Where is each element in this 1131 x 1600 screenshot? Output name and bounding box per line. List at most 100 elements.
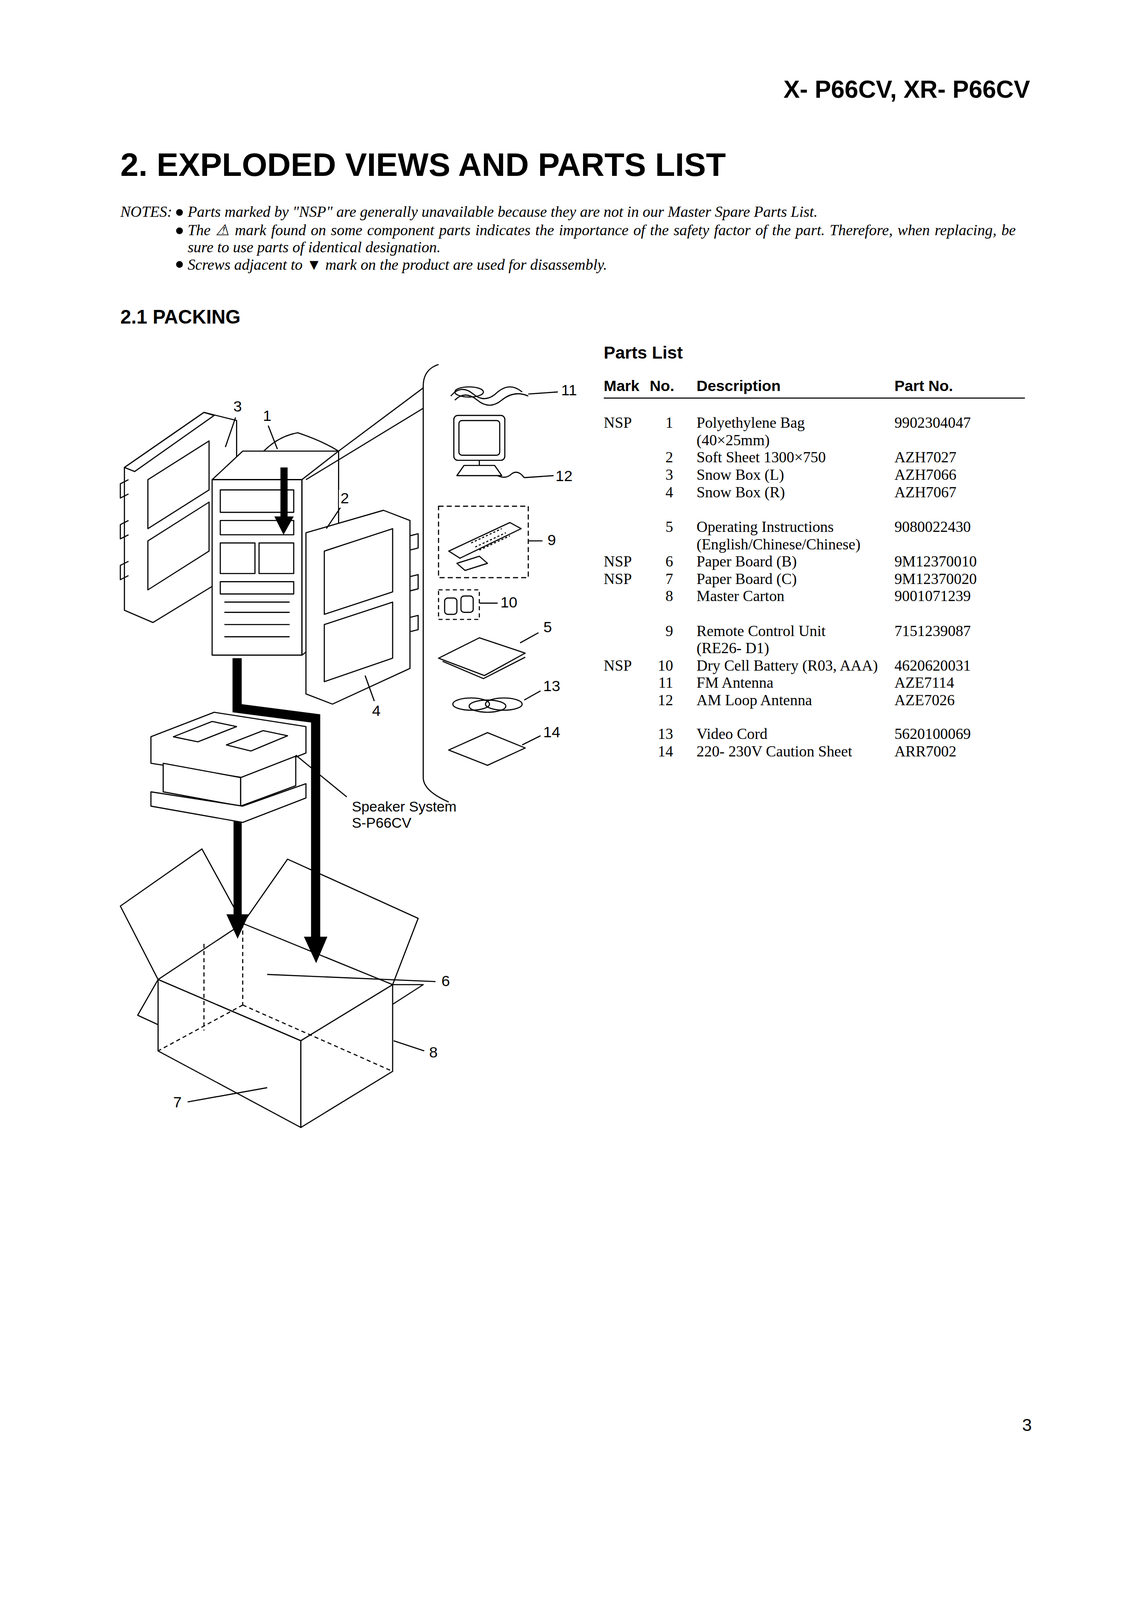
operating-instructions [438, 637, 526, 676]
part-number: AZE7026 [894, 691, 955, 709]
part-description: Polyethylene Bag (40×25mm) [696, 413, 850, 449]
part-number: 9001071239 [894, 587, 971, 605]
note-text: The ⚠ mark found on some component parts… [187, 221, 1016, 257]
am-loop-inner [458, 420, 500, 455]
part-number: 9902304047 [894, 413, 971, 432]
leader-line [393, 1040, 425, 1051]
part-description: Snow Box (L) [696, 466, 785, 484]
cassette-door [220, 542, 255, 574]
callout-number: 10 [498, 594, 519, 612]
item-number: 1 [665, 413, 674, 432]
nsp-mark: NSP [603, 552, 633, 571]
leader-line [520, 632, 539, 643]
accessories [438, 386, 529, 766]
foam-ribs [410, 533, 419, 632]
leader-line [524, 690, 541, 700]
foam-window [147, 501, 209, 590]
part-number: AZE7114 [894, 673, 955, 692]
leader-line [187, 1087, 268, 1102]
leader-line [268, 425, 278, 449]
part-description: Soft Sheet 1300×750 [696, 448, 826, 467]
carton-flap [120, 848, 243, 980]
am-loop-stand [457, 465, 502, 476]
page-number: 3 [1020, 1414, 1034, 1435]
callout-number: 6 [439, 972, 452, 990]
item-number: 13 [657, 725, 674, 743]
part-number: 4620620031 [894, 656, 971, 675]
item-number: 7 [665, 570, 674, 588]
part-number: AZH7067 [894, 483, 957, 502]
fm-antenna-coil [454, 386, 484, 397]
part-description: Dry Cell Battery (R03, AAA) [696, 656, 878, 675]
foam-edge [124, 412, 215, 472]
part-description: Snow Box (R) [696, 483, 785, 502]
foam-window [324, 601, 393, 682]
battery-group-box [438, 589, 480, 620]
am-loop-antenna [453, 415, 505, 461]
remote-buttons [471, 528, 511, 550]
unit-front [212, 479, 302, 656]
callout-number: 5 [541, 618, 554, 636]
nsp-mark: NSP [603, 656, 633, 675]
leader-line [528, 391, 558, 394]
column-header: Mark [603, 377, 640, 395]
callout-number: 7 [171, 1093, 184, 1111]
part-description: AM Loop Antenna [696, 691, 813, 709]
snow-box-right [306, 510, 419, 704]
video-cord [485, 697, 522, 711]
nsp-mark: NSP [603, 570, 633, 588]
carton-flap [242, 859, 419, 985]
unit-grille [224, 601, 290, 637]
arrow-shaft [280, 467, 288, 519]
part-description: Remote Control Unit (RE26- D1) [696, 622, 850, 657]
callout-number: 13 [541, 677, 563, 696]
part-number: 7151239087 [894, 622, 971, 640]
callout-number: 1 [261, 407, 274, 425]
bullet [176, 227, 184, 235]
part-description: 220- 230V Caution Sheet [696, 742, 853, 761]
callout-number: 12 [553, 467, 575, 485]
item-number: 6 [665, 552, 674, 571]
part-number: ARR7002 [894, 742, 957, 761]
part-description: Video Cord [696, 725, 768, 743]
callout-number: 4 [370, 702, 383, 720]
item-number: 11 [658, 673, 674, 692]
subsection-title: 2.1 PACKING [120, 306, 241, 329]
leader-line [364, 675, 375, 701]
foam-outline [306, 510, 411, 704]
bag-contents-lines [306, 387, 424, 480]
hidden-edges [157, 923, 393, 1071]
unit-buttons [220, 581, 294, 595]
arrow-shaft [233, 813, 242, 916]
part-description: Master Carton [696, 587, 785, 605]
table-rule [603, 397, 1026, 399]
foam-window [173, 721, 237, 742]
part-description: Paper Board (C) [696, 570, 797, 588]
part-number: AZH7066 [894, 466, 957, 484]
callout-number: 11 [559, 381, 579, 400]
accessory-bracket [423, 364, 449, 802]
item-number: 14 [657, 742, 674, 761]
part-number: 5620100069 [894, 725, 971, 743]
speaker-label: Speaker System S-P66CV [351, 798, 475, 831]
carton-front [157, 979, 301, 1128]
part-number: AZH7027 [894, 448, 957, 467]
booklet-edge [442, 656, 526, 679]
battery [460, 595, 474, 613]
callout-number: 14 [541, 723, 563, 741]
part-description: Operating Instructions (English/Chinese/… [696, 518, 881, 553]
item-number: 10 [657, 656, 674, 675]
remote-stand [457, 556, 488, 571]
leader-line [225, 417, 236, 447]
master-carton [120, 848, 424, 1128]
item-number: 4 [665, 483, 674, 502]
note-text: Parts marked by "NSP" are generally unav… [187, 203, 818, 221]
foam-window [147, 440, 209, 529]
leader-line [521, 735, 541, 745]
callout-number: 3 [231, 398, 244, 416]
note-bullets [176, 209, 184, 269]
part-description: Paper Board (B) [696, 552, 797, 571]
callout-number: 8 [427, 1043, 440, 1062]
